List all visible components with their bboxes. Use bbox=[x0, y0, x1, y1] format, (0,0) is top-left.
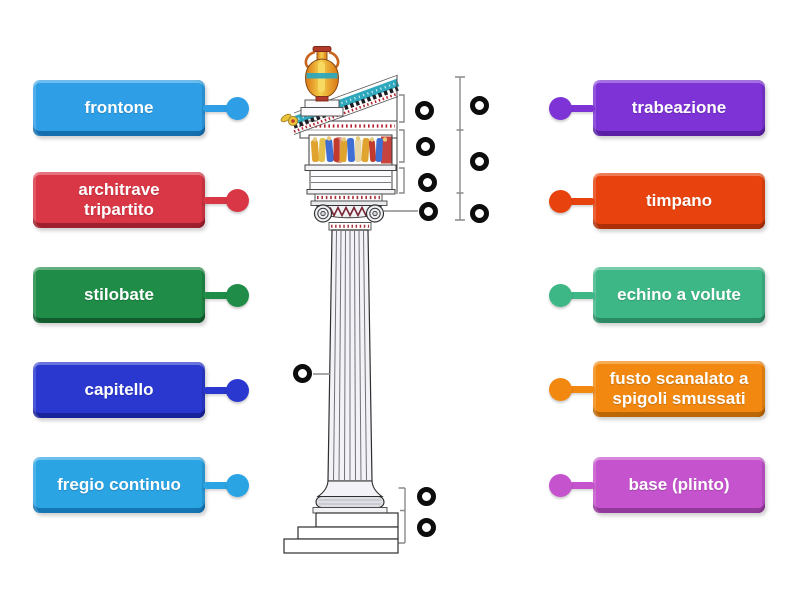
fluted-shaft bbox=[327, 229, 373, 482]
connector-knob bbox=[226, 96, 249, 120]
connector-knob bbox=[549, 473, 572, 497]
apophyge-torus-base bbox=[312, 480, 388, 514]
answer-target-capital[interactable] bbox=[419, 202, 438, 221]
connector-stem bbox=[203, 104, 229, 112]
connector-stem bbox=[203, 386, 229, 394]
label-fusto-scanalato[interactable]: fusto scanalato a spigoli smussati bbox=[549, 361, 765, 417]
acroterion-amphora-icon bbox=[304, 46, 340, 102]
label-trabeazione[interactable]: trabeazione bbox=[549, 80, 765, 136]
answer-target-architrave[interactable] bbox=[418, 173, 437, 192]
connector-knob bbox=[549, 283, 572, 307]
connector-stem bbox=[569, 197, 595, 205]
connector-knob bbox=[549, 377, 572, 401]
label-frontone[interactable]: frontone bbox=[33, 80, 249, 136]
label-trabeazione-text: trabeazione bbox=[631, 97, 727, 117]
connector-knob bbox=[226, 188, 249, 212]
answer-target-entablature-top[interactable] bbox=[470, 96, 489, 115]
connector-stem bbox=[569, 104, 595, 112]
answer-target-cornice[interactable] bbox=[415, 101, 434, 120]
horizontal-cornice bbox=[299, 120, 398, 139]
figured-frieze bbox=[308, 134, 393, 166]
answer-target-shaft[interactable] bbox=[293, 364, 312, 383]
answer-target-entablature-bottom[interactable] bbox=[470, 204, 489, 223]
label-fregio-continuo[interactable]: fregio continuo bbox=[33, 457, 249, 513]
connector-knob bbox=[226, 378, 249, 402]
connector-stem bbox=[569, 385, 595, 393]
connector-knob bbox=[226, 283, 249, 307]
connector-stem bbox=[569, 291, 595, 299]
measure-brackets bbox=[313, 76, 465, 544]
acroterion-pedestal bbox=[300, 99, 344, 117]
connector-knob bbox=[549, 96, 572, 120]
label-fusto-scanalato-text: fusto scanalato a spigoli smussati bbox=[609, 368, 749, 408]
label-architrave-tripartito-text: architrave tripartito bbox=[78, 179, 160, 219]
answer-target-base-bottom[interactable] bbox=[417, 518, 436, 537]
tripartite-architrave bbox=[304, 164, 397, 195]
answer-target-frieze[interactable] bbox=[416, 137, 435, 156]
connector-knob bbox=[226, 473, 249, 497]
palmette-ornament-icon bbox=[280, 113, 299, 127]
connector-knob bbox=[549, 189, 572, 213]
connector-stem bbox=[203, 481, 229, 489]
connector-stem bbox=[203, 196, 229, 204]
label-capitello-text: capitello bbox=[84, 379, 154, 399]
label-base-plinto[interactable]: base (plinto) bbox=[549, 457, 765, 513]
label-echino-a-volute-text: echino a volute bbox=[617, 284, 741, 304]
label-stilobate-text: stilobate bbox=[84, 284, 154, 304]
connector-stem bbox=[203, 291, 229, 299]
answer-target-entablature-middle[interactable] bbox=[470, 152, 489, 171]
raking-cornice bbox=[292, 74, 400, 194]
label-architrave-tripartito[interactable]: architrave tripartito bbox=[33, 172, 249, 228]
label-frontone-text: frontone bbox=[84, 97, 154, 117]
label-echino-a-volute[interactable]: echino a volute bbox=[549, 267, 765, 323]
ionic-capital-volutes bbox=[310, 193, 388, 231]
label-base-plinto-text: base (plinto) bbox=[628, 474, 730, 494]
label-capitello[interactable]: capitello bbox=[33, 362, 249, 418]
answer-target-base-top[interactable] bbox=[417, 487, 436, 506]
connector-stem bbox=[569, 481, 595, 489]
label-timpano-text: timpano bbox=[645, 190, 713, 210]
label-timpano[interactable]: timpano bbox=[549, 173, 765, 229]
three-step-crepidoma bbox=[283, 512, 399, 554]
label-fregio-continuo-text: fregio continuo bbox=[57, 474, 181, 494]
label-stilobate[interactable]: stilobate bbox=[33, 267, 249, 323]
